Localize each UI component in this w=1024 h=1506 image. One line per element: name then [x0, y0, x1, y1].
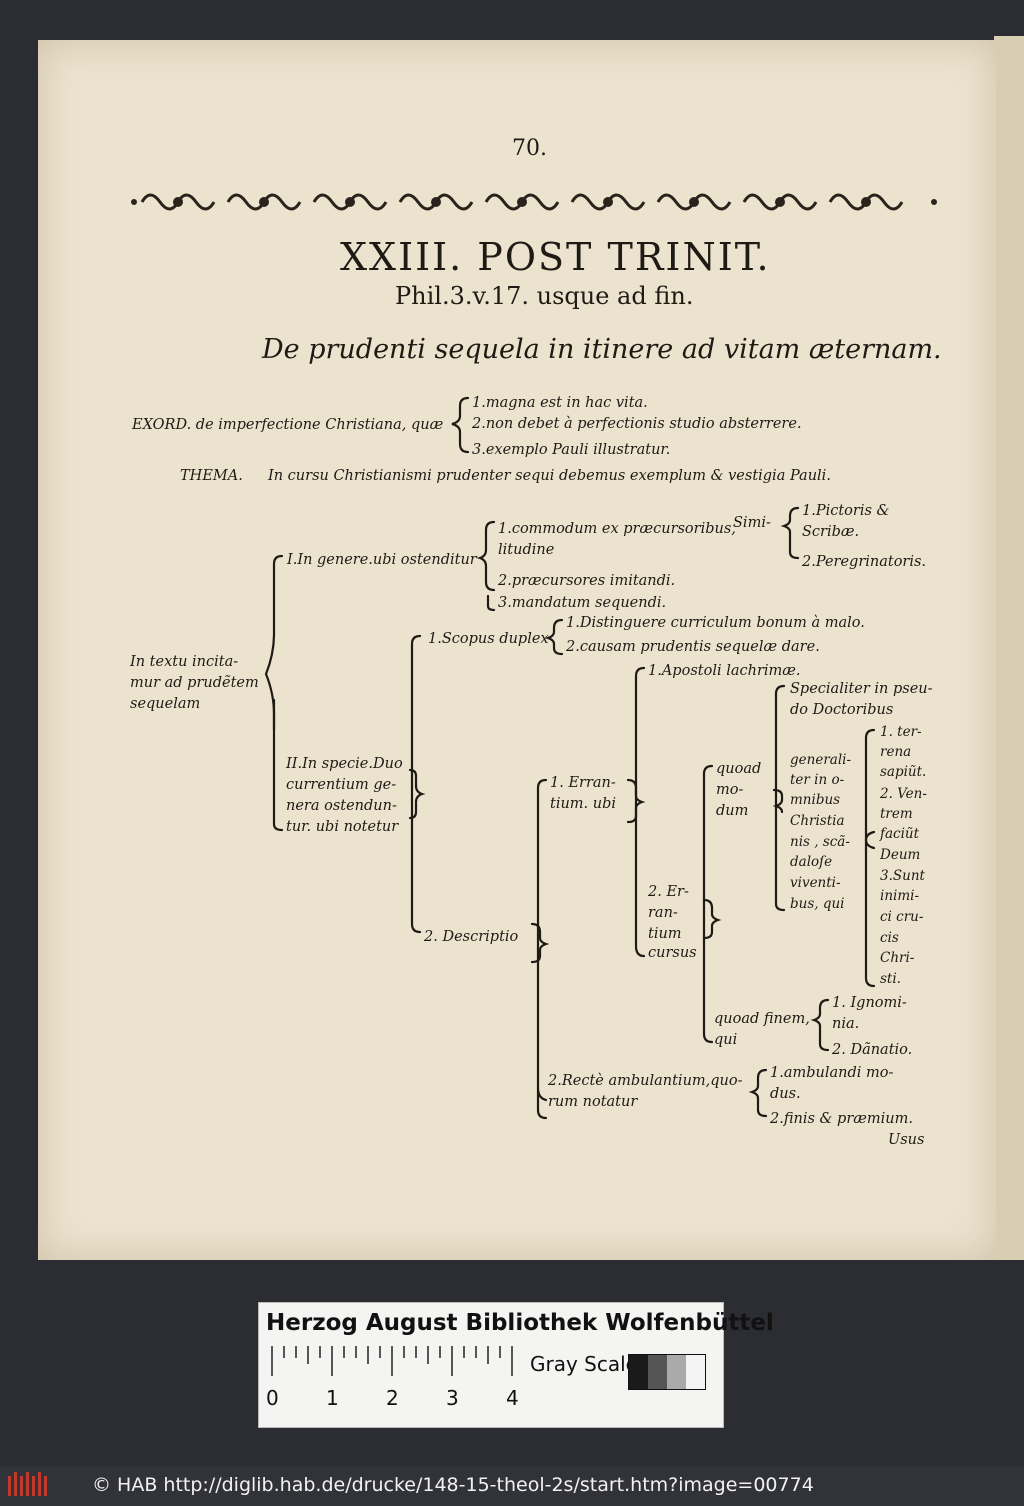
- hab-logo-icon: [8, 1472, 47, 1496]
- terrena-11: cis: [880, 930, 899, 946]
- terrena-8: 3.Sunt: [880, 868, 925, 884]
- terrena-5: trem: [880, 806, 913, 822]
- terrena-1: 1. ter-: [880, 724, 922, 740]
- gray-scale-label: Gray Scale: [530, 1352, 638, 1376]
- thema-label: THEMA.: [180, 468, 243, 484]
- pictoris-line-2: Scribæ.: [802, 524, 860, 540]
- terrena-9: inimi-: [880, 888, 920, 904]
- facing-page-edge: [994, 36, 1024, 1260]
- distinguere: 1.Distinguere curriculum bonum à malo.: [566, 615, 865, 631]
- sermon-theme: De prudenti sequela in itinere ad vitam …: [262, 334, 942, 365]
- commodum-line-2: litudine: [498, 542, 555, 558]
- terrena-4: 2. Ven-: [880, 786, 927, 802]
- exord-label: EXORD. de imperfectione Christiana, quæ: [132, 417, 444, 433]
- quoad-modum-3: dum: [716, 803, 749, 819]
- quoad-finem-2: qui: [714, 1032, 738, 1048]
- terrena-10: ci cru-: [880, 909, 924, 925]
- ruler-label-4: 4: [506, 1386, 519, 1410]
- ruler-label-3: 3: [446, 1386, 459, 1410]
- exord-item-3: 3.exemplo Pauli illustratur.: [472, 442, 671, 458]
- ruler-label-2: 2: [386, 1386, 399, 1410]
- ignominia-2: nia.: [832, 1016, 860, 1032]
- generaliter-6: daloſe: [790, 854, 833, 870]
- pictoris-line-1: 1.Pictoris &: [802, 503, 890, 519]
- terrena-6: faciũt: [880, 826, 920, 842]
- commodum-line-1: 1.commodum ex præcursoribus,: [498, 521, 736, 537]
- errantium-line-1: 1. Erran-: [550, 775, 616, 791]
- quoad-modum-2: mo-: [716, 782, 744, 798]
- praecursores: 2.præcursores imitandi.: [498, 573, 676, 589]
- cursus-line-4: cursus: [648, 945, 697, 961]
- page-title: XXIII. POST TRINIT.: [340, 235, 771, 279]
- exord-item-2: 2.non debet à perfectionis studio abster…: [472, 416, 802, 432]
- card-title: Herzog August Bibliothek Wolfenbüttel: [266, 1310, 774, 1336]
- specie-line-1: II.In specie.Duo: [286, 756, 403, 772]
- genere-label: I.In genere.ubi ostenditur: [287, 552, 477, 568]
- terrena-7: Deum: [880, 847, 921, 863]
- root-line-3: sequelam: [130, 696, 201, 712]
- errantium-line-2: tium. ubi: [550, 796, 617, 812]
- cursus-line-1: 2. Er-: [648, 884, 689, 900]
- catchword: Usus: [888, 1132, 925, 1148]
- book-page: [38, 40, 996, 1260]
- footer-bar: [0, 1466, 1024, 1506]
- recte-2: rum notatur: [548, 1094, 638, 1110]
- root-line-1: In textu incita-: [130, 654, 239, 670]
- generaliter-5: nis , scã-: [790, 834, 850, 850]
- peregrinatoris: 2.Peregrinatoris.: [802, 554, 927, 570]
- footer-credit-link[interactable]: © HAB http://diglib.hab.de/drucke/148-15…: [92, 1474, 814, 1496]
- mandatum: 3.mandatum sequendi.: [498, 595, 667, 611]
- apostoli: 1.Apostoli lachrimæ.: [648, 663, 801, 679]
- terrena-2: rena: [880, 744, 912, 760]
- descriptio-label: 2. Descriptio: [424, 929, 519, 945]
- terrena-12: Chri-: [880, 950, 915, 966]
- ruler-ticks: [271, 1346, 513, 1376]
- ignominia-1: 1. Ignomi-: [832, 995, 907, 1011]
- generaliter-2: ter in o-: [790, 772, 845, 788]
- exord-item-1: 1.magna est in hac vita.: [472, 395, 648, 411]
- specie-line-2: currentium ge-: [286, 777, 397, 793]
- specie-line-3: nera ostendun-: [286, 798, 397, 814]
- quoad-modum-1: quoad: [716, 761, 762, 777]
- root-line-2: mur ad prudẽtem: [130, 675, 259, 691]
- generaliter-8: bus, qui: [790, 896, 845, 912]
- cursus-line-2: ran-: [648, 905, 678, 921]
- generaliter-1: generali-: [790, 752, 852, 768]
- page-subtitle: Phil.3.v.17. usque ad fin.: [395, 282, 694, 310]
- specialiter-2: do Doctoribus: [790, 702, 894, 718]
- thema-text: In cursu Christianismi prudenter sequi d…: [268, 468, 831, 484]
- causam: 2.causam prudentis sequelæ dare.: [566, 639, 820, 655]
- generaliter-3: mnibus: [790, 792, 841, 808]
- specie-line-4: tur. ubi notetur: [286, 819, 399, 835]
- page-number: 70.: [512, 136, 547, 161]
- quoad-finem-1: quoad finem,: [714, 1011, 810, 1027]
- generaliter-4: Christia: [790, 813, 845, 829]
- commodum-simi: Simi-: [733, 515, 771, 531]
- terrena-13: sti.: [880, 971, 901, 987]
- ornament-border: [131, 193, 937, 211]
- gray-scale-swatches: [628, 1354, 706, 1390]
- generaliter-7: viventi-: [790, 875, 841, 891]
- cursus-line-3: tium: [648, 926, 682, 942]
- terrena-3: sapiũt.: [880, 764, 927, 780]
- ruler-label-0: 0: [266, 1386, 279, 1410]
- ambulandi-1: 1.ambulandi mo-: [770, 1065, 894, 1081]
- recte-1: 2.Rectè ambulantium,quo-: [548, 1073, 743, 1089]
- danatio: 2. Dãnatio.: [832, 1042, 913, 1058]
- ruler-label-1: 1: [326, 1386, 339, 1410]
- finis: 2.finis & præmium.: [770, 1111, 913, 1127]
- scopus-label: 1.Scopus duplex: [428, 631, 549, 647]
- ambulandi-2: dus.: [770, 1086, 801, 1102]
- specialiter-1: Specialiter in pseu-: [790, 681, 933, 697]
